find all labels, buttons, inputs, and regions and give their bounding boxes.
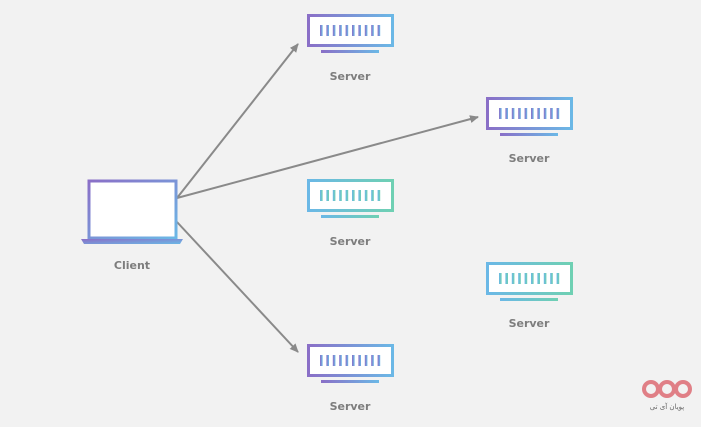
server-node-1: Server <box>307 14 394 83</box>
server-icon <box>486 97 573 136</box>
server-node-4: Server <box>486 262 573 330</box>
arrow-to-server-2 <box>176 115 479 199</box>
logo-text: پویان آی تی <box>650 402 684 411</box>
server-label: Server <box>330 400 371 413</box>
server-node-3: Server <box>307 179 394 248</box>
server-icon <box>307 179 394 218</box>
arrow-to-server-5 <box>176 221 299 353</box>
client-label: Client <box>114 259 150 272</box>
client-node: Client <box>81 179 183 272</box>
server-label: Server <box>330 70 371 83</box>
brand-logo: پویان آی تی <box>642 380 692 411</box>
server-label: Server <box>509 317 550 330</box>
laptop-icon <box>81 179 183 244</box>
server-node-5: Server <box>307 344 394 413</box>
server-label: Server <box>509 152 550 165</box>
server-icon <box>486 262 573 301</box>
server-node-2: Server <box>486 97 573 165</box>
server-icon <box>307 344 394 383</box>
arrow-to-server-1 <box>176 43 299 199</box>
server-icon <box>307 14 394 53</box>
server-label: Server <box>330 235 371 248</box>
connection-arrows <box>176 43 479 353</box>
